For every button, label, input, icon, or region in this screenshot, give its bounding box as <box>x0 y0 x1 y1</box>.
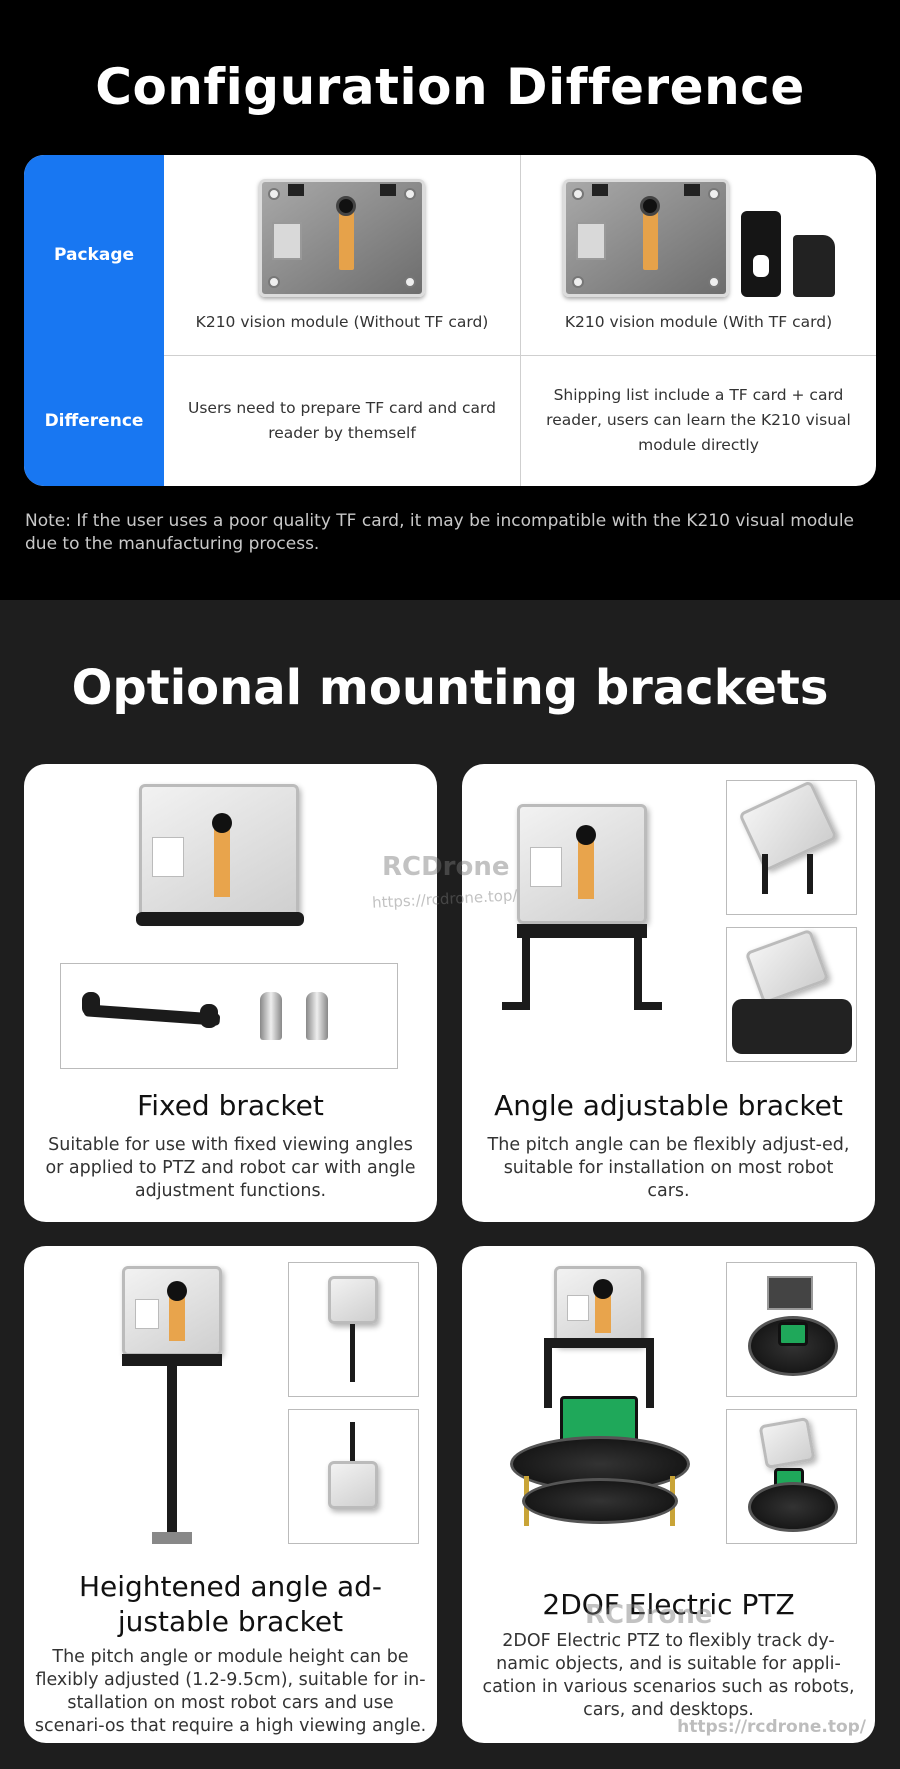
watermark-brand: RCDrone <box>585 1600 713 1630</box>
bracket-card-fixed: Fixed bracket Suitable for use with fixe… <box>24 764 437 1222</box>
watermark-url-footer: https://rcdrone.top/ <box>677 1717 866 1737</box>
package-caption: K210 vision module (With TF card) <box>564 313 833 331</box>
configuration-title: Configuration Difference <box>95 58 805 116</box>
package-cell-with-tf: K210 vision module (With TF card) <box>521 155 876 355</box>
bracket-card-heightened: Heightened angle ad-justable bracket The… <box>24 1246 437 1743</box>
watermark-brand: RCDrone <box>382 852 510 882</box>
bracket-description: Suitable for use with fixed viewing angl… <box>45 1135 416 1201</box>
difference-cell-without-tf: Users need to prepare TF card and card r… <box>164 355 520 486</box>
bracket-description: The pitch angle or module height can be … <box>34 1647 427 1736</box>
bracket-card-angle-adjustable: Angle adjustable bracket The pitch angle… <box>462 764 875 1222</box>
k210-module-image <box>562 179 729 297</box>
difference-row-label: Difference <box>24 355 164 486</box>
bracket-title: Fixed bracket <box>137 1089 324 1122</box>
bracket-description: The pitch angle can be flexibly adjust-e… <box>487 1135 850 1201</box>
bracket-title: Heightened angle ad-justable bracket <box>78 1570 383 1638</box>
difference-text: Shipping list include a TF card + card r… <box>546 386 851 454</box>
brackets-section: Optional mounting brackets Fixed bracket… <box>0 600 900 1769</box>
package-caption: K210 vision module (Without TF card) <box>195 313 489 331</box>
tf-card-image <box>792 235 835 297</box>
difference-cell-with-tf: Shipping list include a TF card + card r… <box>521 355 876 486</box>
difference-text: Users need to prepare TF card and card r… <box>188 398 496 442</box>
configuration-table: Package Difference K210 vision module (W… <box>24 155 876 486</box>
bracket-title: Angle adjustable bracket <box>494 1089 843 1122</box>
bracket-card-2dof-ptz: 2DOF Electric PTZ 2DOF Electric PTZ to f… <box>462 1246 875 1743</box>
card-reader-image <box>740 211 781 297</box>
package-row-label: Package <box>24 155 164 355</box>
brackets-title: Optional mounting brackets <box>71 660 829 716</box>
column-divider <box>520 155 521 486</box>
k210-module-image <box>259 179 425 297</box>
bracket-description: 2DOF Electric PTZ to flexibly track dy-n… <box>482 1631 855 1720</box>
compatibility-note: Note: If the user uses a poor quality TF… <box>25 511 855 554</box>
bracket-title: 2DOF Electric PTZ <box>542 1588 795 1621</box>
package-cell-without-tf: K210 vision module (Without TF card) <box>164 155 520 355</box>
configuration-section: Configuration Difference Package Differe… <box>0 0 900 600</box>
